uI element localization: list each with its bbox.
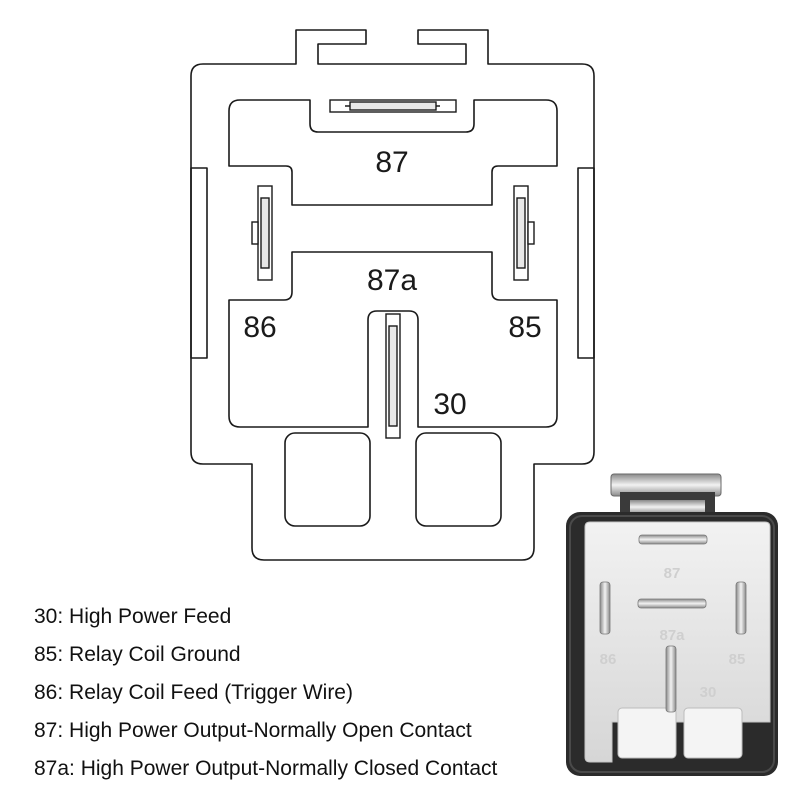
blade-85-tab <box>527 221 535 245</box>
diagram-terminals <box>251 99 535 439</box>
photo-emboss-86: 86 <box>600 651 617 668</box>
photo-insert <box>584 521 771 763</box>
bottom-block-left <box>284 432 371 527</box>
photo-bracket-shine <box>630 500 705 514</box>
photo-terminal-85 <box>735 581 747 635</box>
blade-87-core <box>349 101 437 111</box>
photo-emboss-30: 30 <box>700 684 717 701</box>
photo-emboss-87: 87 <box>664 565 681 582</box>
bottom-block-right <box>415 432 502 527</box>
pin-label-30: 30 <box>433 388 466 421</box>
photo-terminal-86 <box>599 581 611 635</box>
photo-terminal-30 <box>665 645 677 713</box>
blade-86-core <box>260 197 270 269</box>
photo-slot-right <box>683 707 743 759</box>
legend-item-85: 85: Relay Coil Ground <box>34 643 241 666</box>
cavity-87 <box>228 99 558 206</box>
blade-85-core <box>516 197 526 269</box>
blade-30-core <box>388 325 398 427</box>
photo-terminal-87a <box>637 598 707 609</box>
legend-item-87a: 87a: High Power Output-Normally Closed C… <box>34 757 498 780</box>
pin-label-85: 85 <box>508 311 541 344</box>
right-side-rail <box>577 167 595 359</box>
housing-outline <box>190 29 595 561</box>
legend-item-86: 86: Relay Coil Feed (Trigger Wire) <box>34 681 353 704</box>
photo-housing-edge <box>569 515 775 773</box>
pin-label-87: 87 <box>375 146 408 179</box>
legend-item-30: 30: High Power Feed <box>34 605 232 628</box>
blade-86-tab <box>251 221 259 245</box>
photo-slot-left <box>617 707 677 759</box>
photo-terminal-87 <box>638 534 708 545</box>
cavity-87a <box>228 251 558 428</box>
left-side-rail <box>190 167 208 359</box>
relay-pinout-outline <box>190 29 595 561</box>
relay-photo: 87 87a 86 85 30 <box>566 473 778 776</box>
photo-emboss-85: 85 <box>729 651 746 668</box>
photo-emboss-87a: 87a <box>659 627 685 644</box>
pin-label-86: 86 <box>243 311 276 344</box>
pin-legend: 30: High Power Feed 85: Relay Coil Groun… <box>34 598 574 788</box>
pin-label-87a: 87a <box>367 264 417 297</box>
legend-item-87: 87: High Power Output-Normally Open Cont… <box>34 719 472 742</box>
